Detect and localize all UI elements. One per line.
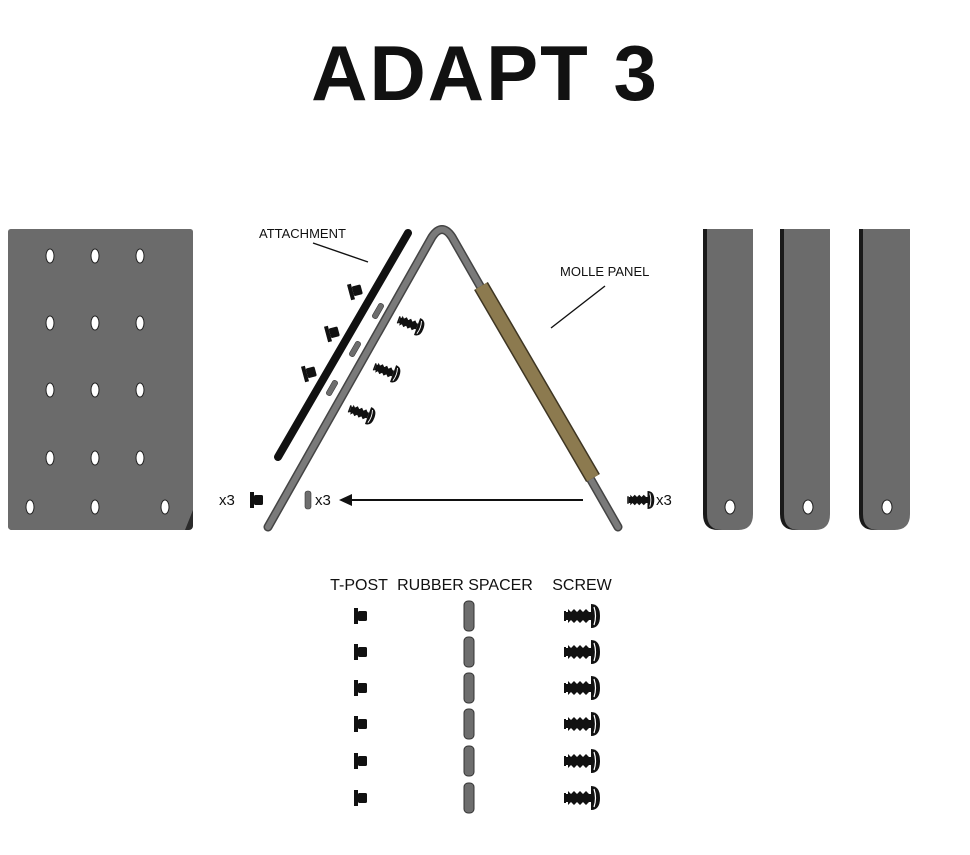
spacer-icon bbox=[463, 636, 475, 668]
spacer-icon bbox=[463, 672, 475, 704]
legend-tpost-header: T-POST bbox=[330, 577, 388, 594]
triangle-frame bbox=[263, 225, 623, 532]
screw-icon bbox=[563, 603, 601, 629]
attachment-label: ATTACHMENT bbox=[259, 226, 346, 241]
tpost-qty-icon bbox=[250, 492, 263, 508]
screw-icon bbox=[563, 711, 601, 737]
screw-qty-icon bbox=[626, 490, 655, 510]
spacer-qty-label: x3 bbox=[315, 492, 331, 509]
legend-screw-header: SCREW bbox=[552, 577, 612, 594]
attachment-bar bbox=[274, 229, 412, 461]
tpost-icon bbox=[354, 790, 367, 806]
screw-icon bbox=[563, 639, 601, 665]
spacer-icon bbox=[463, 600, 475, 632]
screw-qty-label: x3 bbox=[656, 492, 672, 509]
tpost-icon bbox=[354, 608, 367, 624]
tpost-icon bbox=[354, 716, 367, 732]
legend-screw-column bbox=[563, 603, 601, 811]
screw-icon bbox=[563, 748, 601, 774]
tpost-icon bbox=[354, 680, 367, 696]
strap-2 bbox=[780, 229, 830, 530]
assembly-arrow-head bbox=[339, 494, 352, 506]
strap-3 bbox=[859, 229, 910, 530]
back-plate bbox=[8, 229, 193, 530]
tpost-icon bbox=[354, 644, 367, 660]
spacer-icon bbox=[463, 708, 475, 740]
spacer-icon bbox=[463, 745, 475, 777]
molle-leader bbox=[550, 285, 606, 329]
legend-tpost-column bbox=[354, 608, 367, 806]
spacer-icon bbox=[463, 782, 475, 814]
screw-icon bbox=[563, 675, 601, 701]
molle-panel-label: MOLLE PANEL bbox=[560, 264, 649, 279]
legend-spacer-header: RUBBER SPACER bbox=[397, 577, 533, 594]
spacer-qty-icon bbox=[304, 490, 312, 510]
strap-1 bbox=[703, 229, 753, 530]
legend-spacer-column bbox=[463, 600, 475, 814]
page-title: ADAPT 3 bbox=[311, 29, 659, 117]
tpost-qty-label: x3 bbox=[219, 492, 235, 509]
attachment-leader bbox=[312, 242, 369, 263]
tpost-icon bbox=[354, 753, 367, 769]
screw-icon bbox=[563, 785, 601, 811]
